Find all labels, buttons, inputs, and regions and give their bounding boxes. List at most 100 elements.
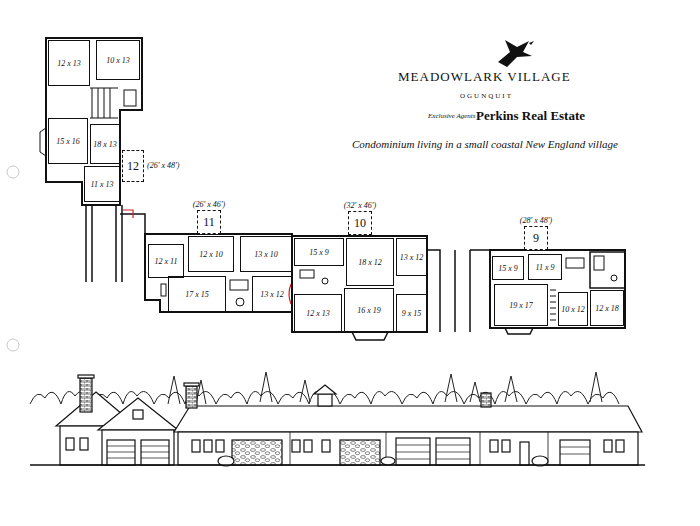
- village-illustration: [304, 440, 312, 452]
- room-dimension: 17 x 15: [185, 290, 209, 299]
- floor-plan-details: [230, 280, 248, 290]
- room-outline: 16 x 19: [344, 288, 394, 332]
- floor-plan-details: [352, 332, 388, 340]
- agent-name: Perkins Real Estate: [476, 109, 585, 123]
- unit-marker-box: 11(26' x 46'): [197, 210, 221, 234]
- unit-size: (26' x 46'): [193, 201, 225, 209]
- room-outline: 11 x 9: [528, 254, 562, 280]
- village-illustration: [322, 440, 330, 452]
- village-illustration: [502, 440, 510, 452]
- room-dimension: 18 x 12: [358, 258, 382, 267]
- room-dimension: 12 x 11: [155, 257, 178, 266]
- room-outline: 15 x 9: [294, 238, 344, 266]
- village-illustration: [616, 440, 624, 452]
- unit-size: (32' x 46'): [344, 202, 376, 210]
- village-illustration: [133, 410, 143, 419]
- room-dimension: 13 x 12: [400, 253, 424, 262]
- room-outline: 13 x 12: [396, 238, 427, 276]
- village-illustration: [107, 440, 135, 465]
- floor-plan-walls: [490, 250, 625, 328]
- room-outline: 18 x 12: [346, 238, 394, 286]
- unit-number: 11: [203, 215, 215, 230]
- village-illustration: [30, 375, 645, 466]
- room-outline: 15 x 9: [492, 256, 524, 280]
- room-outline: 9 x 15: [396, 294, 427, 332]
- village-illustration: [481, 393, 491, 407]
- village-illustration: [66, 438, 74, 450]
- binder-holes: [7, 166, 19, 178]
- room-dimension: 11 x 9: [536, 263, 555, 272]
- room-outline: 19 x 17: [494, 284, 548, 326]
- meadowlark-logo: [529, 41, 534, 45]
- room-dimension: 12 x 13: [57, 59, 81, 68]
- village-illustration: [80, 378, 92, 412]
- village-illustration: [604, 440, 612, 452]
- village-illustration: [318, 394, 332, 406]
- floor-plan-details: [161, 284, 166, 296]
- village-illustration: [178, 432, 638, 465]
- room-dimension: 15 x 9: [309, 248, 329, 257]
- red-pencil-marks: [123, 210, 133, 218]
- village-illustration: [520, 442, 529, 465]
- unit-marker-box: 12(26' x 48'): [122, 150, 144, 182]
- floor-plan-details: [40, 88, 625, 340]
- village-illustration: [141, 440, 169, 465]
- room-outline: 12 x 10: [188, 236, 234, 272]
- room-dimension: 11 x 13: [91, 180, 114, 189]
- floor-plan-details: [566, 258, 584, 268]
- room-outline: 12 x 11: [148, 244, 184, 278]
- village-illustration: [314, 385, 336, 394]
- room-outline: 10 x 13: [96, 40, 140, 80]
- town-name: OGUNQUIT: [460, 93, 513, 101]
- floor-plan-details: [124, 90, 136, 106]
- floor-plan-walls: [145, 234, 292, 312]
- room-outline: 12 x 13: [48, 40, 90, 86]
- room-dimension: 13 x 12: [260, 290, 284, 299]
- room-outline: 17 x 15: [168, 276, 226, 312]
- floor-plan-details: [86, 205, 122, 282]
- room-dimension: 15 x 9: [498, 264, 518, 273]
- floor-plan-details: [611, 275, 617, 281]
- room-dimension: 10 x 13: [106, 56, 130, 65]
- room-outline: 10 x 12: [558, 292, 588, 326]
- room-dimension: 12 x 18: [595, 304, 619, 313]
- floor-plan-details: [427, 250, 490, 332]
- village-illustration: [490, 440, 498, 452]
- village-illustration: [290, 432, 548, 465]
- village-illustration: [216, 440, 224, 452]
- unit-size: (28' x 48'): [520, 217, 552, 225]
- village-illustration: [381, 457, 395, 465]
- floor-plan-details: [90, 88, 118, 118]
- binder-holes: [7, 339, 19, 351]
- room-dimension: 10 x 12: [561, 305, 585, 314]
- room-outline: 13 x 10: [240, 236, 292, 272]
- agent-note: Exclusive Agents: [428, 113, 476, 121]
- room-outline: 12 x 18: [590, 290, 624, 326]
- room-outline: 18 x 13: [90, 124, 120, 164]
- floor-plan-details: [550, 290, 556, 320]
- room-dimension: 16 x 19: [357, 306, 381, 315]
- room-outline: 11 x 13: [84, 166, 120, 202]
- floor-plan-details: [505, 328, 533, 334]
- room-dimension: 12 x 10: [199, 250, 223, 259]
- floor-plan-details: [590, 252, 625, 288]
- tagline: Condominium living in a small coastal Ne…: [352, 138, 618, 150]
- room-dimension: 19 x 17: [509, 301, 533, 310]
- floor-plan-details: [236, 298, 244, 306]
- unit-number: 9: [533, 231, 539, 246]
- village-illustration: [184, 383, 199, 386]
- village-illustration: [232, 440, 282, 465]
- village-illustration: [186, 386, 197, 408]
- unit-number: 12: [127, 159, 139, 174]
- binder-holes: [7, 166, 19, 351]
- floor-plan-details: [594, 256, 604, 270]
- village-illustration: [436, 438, 470, 465]
- floor-plan-details: [322, 278, 328, 284]
- village-illustration: [102, 430, 174, 465]
- room-dimension: 13 x 10: [254, 250, 278, 259]
- room-outline: 13 x 12: [252, 276, 292, 312]
- room-dimension: 12 x 13: [306, 309, 330, 318]
- village-illustration: [174, 406, 642, 432]
